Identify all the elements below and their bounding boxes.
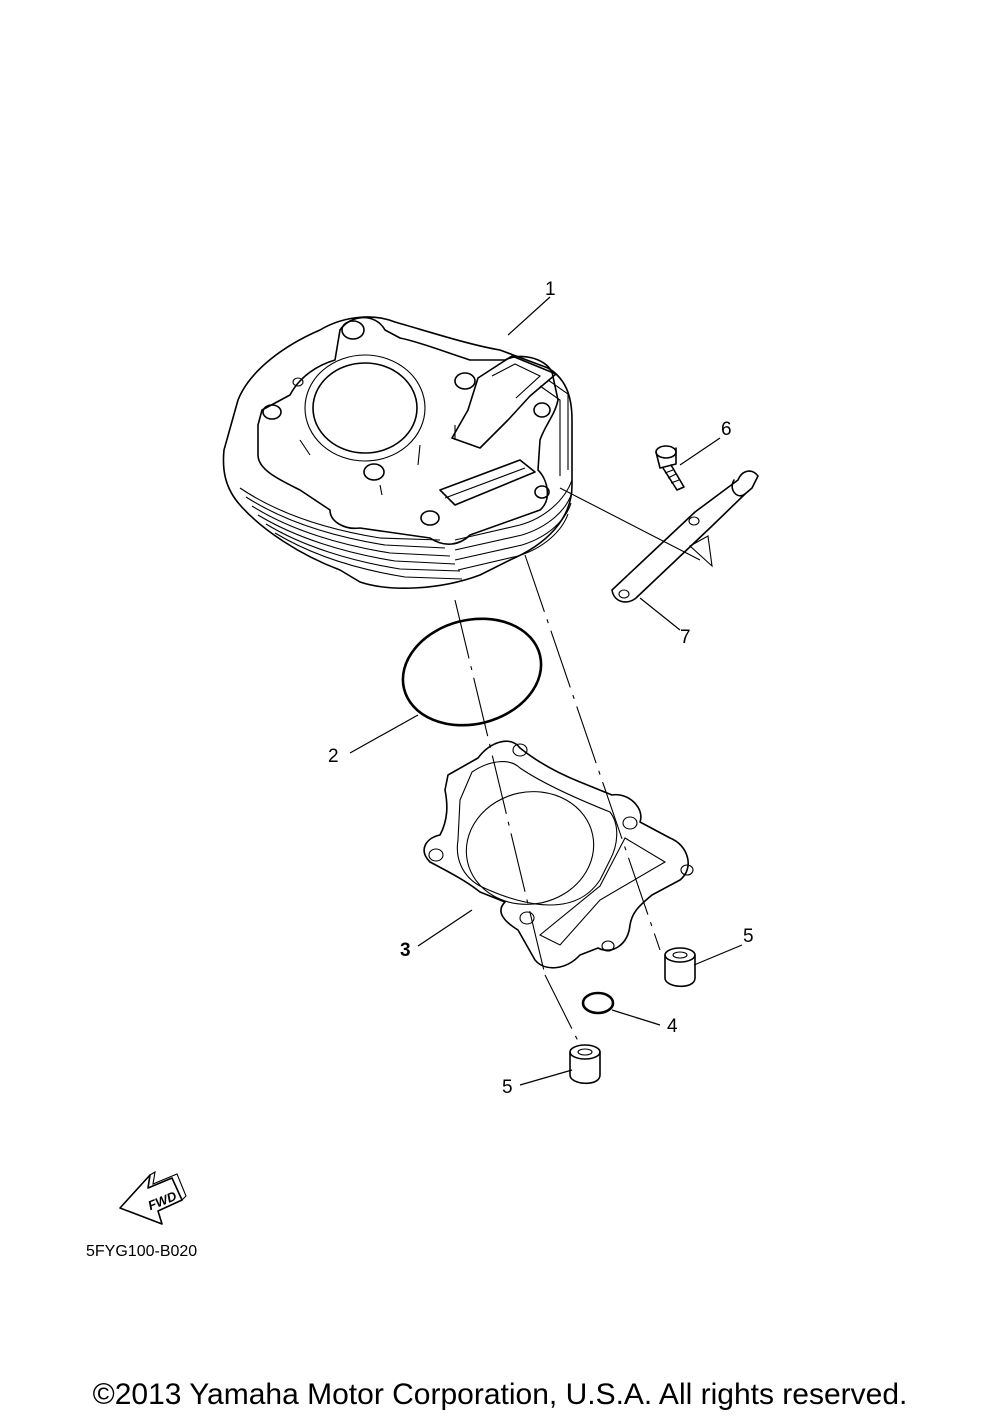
fwd-arrow-icon: FWD [119,1170,187,1225]
bolt-part [655,445,685,491]
bracket-part [611,470,759,603]
cylinder-part [222,316,573,589]
diagram-code: 5FYG100-B020 [86,1243,197,1260]
callout-2: 2 [328,746,339,767]
o-ring-part [401,617,543,727]
assembly-lines [454,487,701,1046]
dowel-pin-upper-part [664,947,696,988]
callout-1: 1 [545,279,556,300]
callout-7: 7 [680,627,691,648]
callout-3: 3 [400,940,411,961]
small-o-ring-part [581,991,615,1015]
copyright-notice: ©2013 Yamaha Motor Corporation, U.S.A. A… [92,1378,908,1411]
callout-5-upper: 5 [743,926,754,947]
leader-lines [349,296,743,1086]
cylinder-gasket-part [423,740,694,969]
callout-6: 6 [721,419,732,440]
callout-numbers: 1 2 3 4 5 5 6 7 [328,279,754,1098]
dowel-pin-lower-part [569,1044,601,1085]
callout-5-lower: 5 [502,1077,513,1098]
callout-4: 4 [667,1016,678,1037]
